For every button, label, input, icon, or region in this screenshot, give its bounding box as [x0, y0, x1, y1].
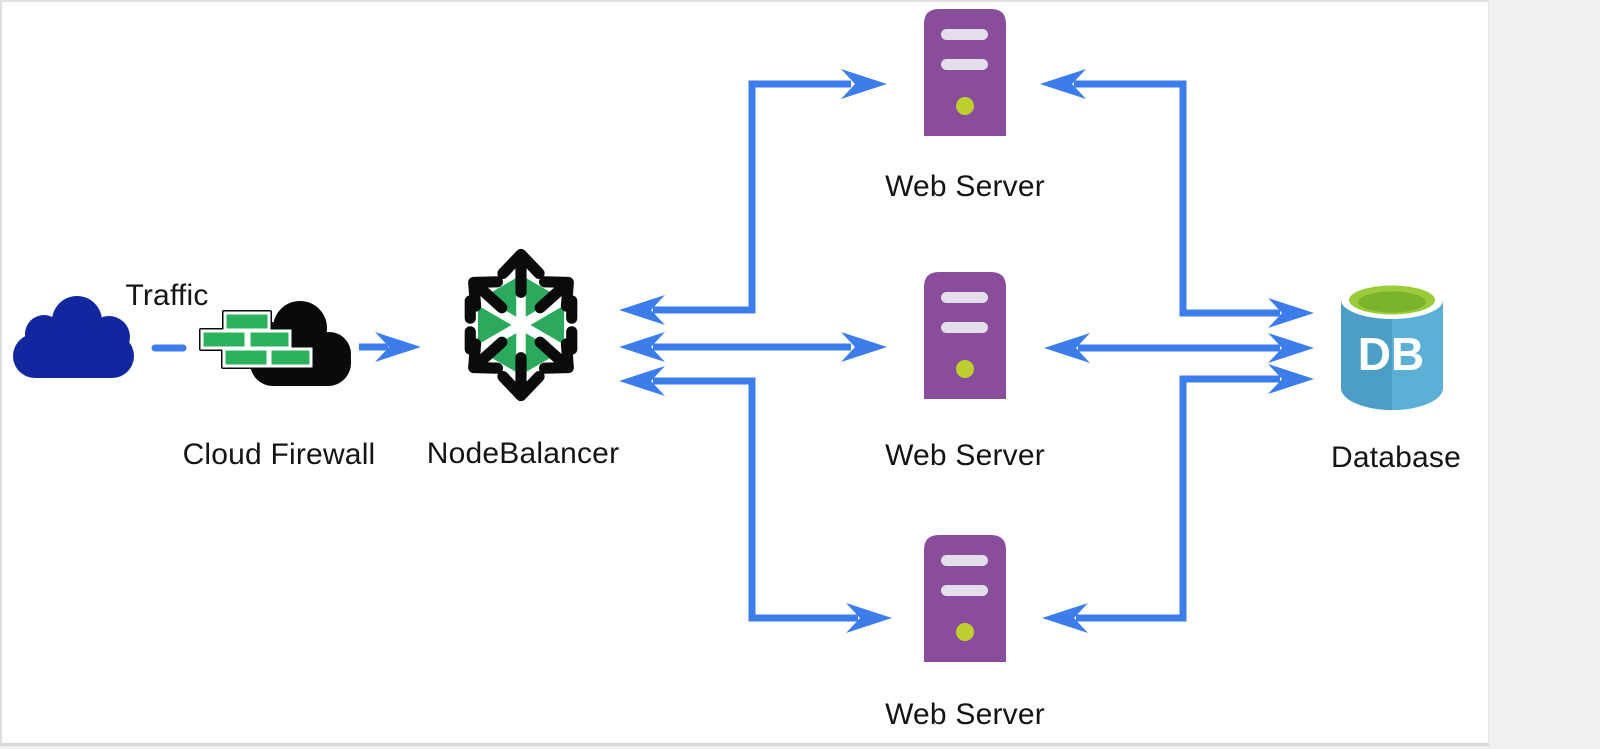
arrowhead-right-icon [375, 332, 421, 362]
arrowhead-left-icon [619, 332, 665, 362]
arrowheads [375, 69, 1314, 633]
arrowhead-left-icon [1040, 69, 1086, 99]
server-tower-icon [924, 9, 1006, 136]
server-tower-icon [924, 535, 1006, 662]
database-label: Database [1330, 441, 1462, 474]
node-nodebalancer [435, 239, 607, 411]
node-web-server-top [924, 9, 1006, 136]
diagram-canvas: Traffic [0, 0, 1489, 746]
web-server-top-label: Web Server [885, 170, 1045, 203]
server-tower-icon [924, 272, 1006, 399]
web-server-bottom-label: Web Server [885, 698, 1045, 731]
edge-webserver-bottom-database [1076, 375, 1280, 622]
edge-nodebalancer-webserver-bottom [653, 377, 858, 622]
nodebalancer-hexagon-icon [464, 248, 578, 402]
node-database: DB [1337, 278, 1447, 414]
arrowhead-left-icon [1044, 333, 1090, 363]
arrowhead-left-icon [619, 295, 665, 325]
edge-webserver-top-database [1074, 80, 1280, 317]
connector-layer [151, 69, 1314, 633]
db-icon-text: DB [1358, 328, 1424, 380]
edge-nodebalancer-webserver-top [653, 80, 851, 314]
arrowhead-right-icon [841, 69, 887, 99]
node-web-server-bottom [924, 535, 1006, 662]
arrowhead-right-icon [1268, 333, 1314, 363]
node-cloud-firewall [198, 297, 354, 389]
node-traffic [9, 292, 139, 380]
database-cylinder-icon: DB [1341, 281, 1443, 410]
firewall-bricks [199, 310, 314, 369]
arrowhead-right-icon [846, 603, 892, 633]
cloud-icon [13, 296, 134, 378]
arrowhead-right-icon [1268, 298, 1314, 328]
arrowhead-right-icon [1268, 364, 1314, 394]
web-server-middle-label: Web Server [885, 439, 1045, 472]
cloud-firewall-label: Cloud Firewall [182, 438, 376, 471]
nodebalancer-label: NodeBalancer [426, 437, 620, 470]
arrowhead-left-icon [619, 366, 665, 396]
arrowhead-left-icon [1042, 603, 1088, 633]
arrowhead-right-icon [841, 332, 887, 362]
firewall-cloud-icon [199, 301, 351, 386]
node-web-server-middle [924, 272, 1006, 399]
traffic-label: Traffic [125, 279, 209, 312]
